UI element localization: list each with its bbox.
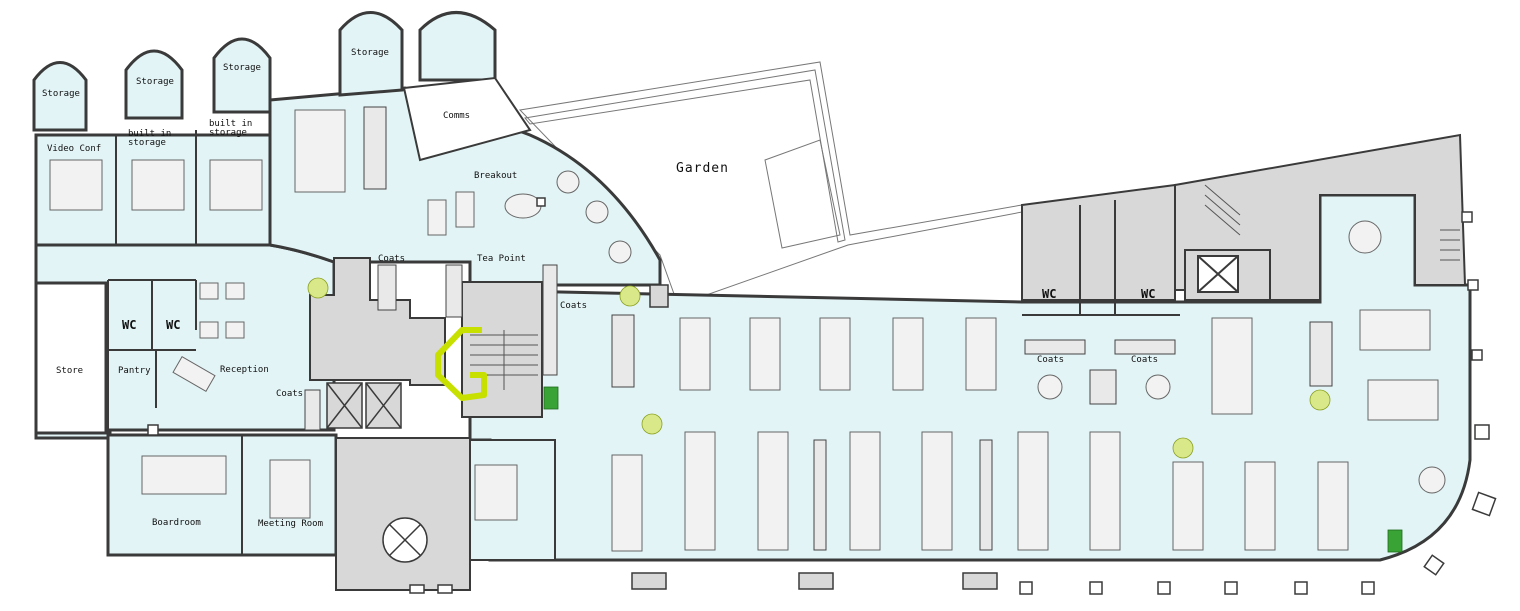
label-built-in-storage-2: built in storage: [209, 119, 253, 138]
label-coats-1: Coats: [378, 254, 406, 264]
label-storage-4: Storage: [351, 48, 389, 58]
desk-clusters: [49, 109, 1439, 552]
label-tea-point: Tea Point: [477, 254, 526, 264]
label-coats-5: Coats: [1131, 355, 1159, 365]
store-room: [34, 281, 108, 435]
label-pantry: Pantry: [118, 366, 151, 376]
label-boardroom: Boardroom: [152, 518, 201, 528]
lifts: [326, 382, 402, 429]
label-wc-4: WC: [1141, 287, 1156, 301]
stair-core: [470, 184, 1460, 390]
label-coats-4: Coats: [1037, 355, 1065, 365]
label-garden: Garden: [676, 161, 729, 176]
plants: [307, 277, 1403, 553]
label-video-conf: Video Conf: [47, 144, 102, 154]
label-wc-2: WC: [166, 318, 181, 332]
label-storage-2: Storage: [136, 77, 174, 87]
label-storage-1: Storage: [42, 89, 80, 99]
label-built-in-storage-1: built in storage: [128, 129, 172, 148]
locker-units: [304, 106, 1333, 551]
sofas: [172, 191, 475, 392]
highlight-marker: [435, 327, 487, 401]
columns: [147, 197, 1497, 595]
revolving-door: [382, 517, 428, 563]
label-storage-3: Storage: [223, 63, 261, 73]
label-meeting-room: Meeting Room: [258, 519, 324, 529]
label-coats-2: Coats: [560, 301, 588, 311]
storage-bays: [32, 11, 497, 132]
partitions: [107, 130, 1271, 555]
label-wc-3: WC: [1042, 287, 1057, 301]
label-store: Store: [56, 366, 84, 376]
label-comms: Comms: [443, 111, 471, 121]
round-tables: [504, 170, 1446, 494]
label-coats-3: Coats: [276, 389, 304, 399]
label-wc-1: WC: [122, 318, 137, 332]
label-breakout: Breakout: [474, 171, 518, 181]
label-reception: Reception: [220, 365, 269, 375]
